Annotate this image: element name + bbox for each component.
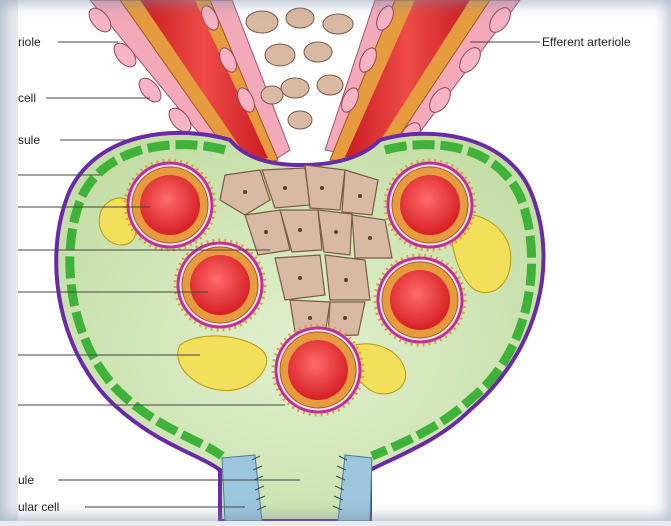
label-afferent-arteriole: riole <box>18 35 41 49</box>
label-tubule: ule <box>18 473 34 487</box>
label-cell: cell <box>18 91 36 105</box>
label-tubular-cell: ular cell <box>18 500 59 514</box>
label-efferent-arteriole: Efferent arteriole <box>542 35 631 49</box>
label-capsule: sule <box>18 133 40 147</box>
